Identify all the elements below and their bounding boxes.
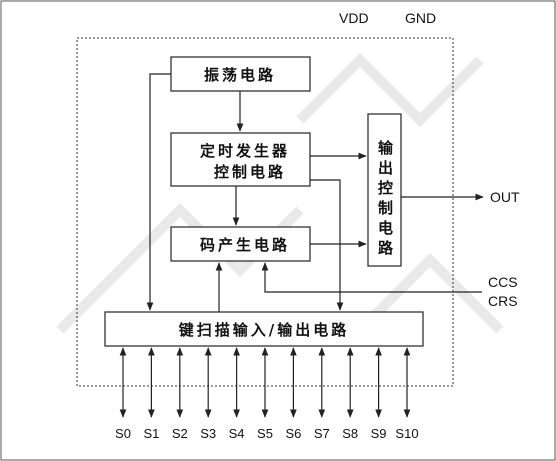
- oscillator-label: 振荡电路: [204, 66, 276, 84]
- pin-label-s4: S4: [229, 426, 245, 441]
- pin-label-s5: S5: [257, 426, 273, 441]
- ccs-label: CCS: [488, 274, 518, 290]
- pin-label-s8: S8: [342, 426, 358, 441]
- key-scan-block: [104, 311, 424, 347]
- pin-label-s0: S0: [115, 426, 131, 441]
- pin-label-s2: S2: [172, 426, 188, 441]
- watermark: [56, 52, 504, 334]
- vdd-label: VDD: [339, 10, 369, 26]
- output-control-label: 输出控制电路: [376, 139, 394, 260]
- pin-label-s7: S7: [314, 426, 330, 441]
- timing-label-line2: 控制电路: [214, 163, 286, 181]
- pin-group: S0 S1 S2 S3 S4 S5 S6 S7 S8 S9 S10: [115, 347, 419, 441]
- pin-label-s10: S10: [395, 426, 418, 441]
- crs-label: CRS: [488, 293, 518, 309]
- code-generator-block: [170, 226, 311, 262]
- connections: [146, 73, 484, 312]
- output-control-block: [367, 113, 402, 267]
- oscillator-block: [170, 56, 311, 92]
- code-generator-label: 码产生电路: [200, 236, 290, 254]
- gnd-label: GND: [405, 10, 436, 26]
- timing-generator-block: [170, 132, 311, 187]
- pin-label-s6: S6: [285, 426, 301, 441]
- pin-label-s3: S3: [200, 426, 216, 441]
- timing-label-line1: 定时发生器: [200, 142, 290, 160]
- pin-label-s1: S1: [143, 426, 159, 441]
- out-label: OUT: [490, 189, 520, 205]
- pin-label-s9: S9: [371, 426, 387, 441]
- key-scan-label: 键扫描输入/输出电路: [178, 321, 349, 339]
